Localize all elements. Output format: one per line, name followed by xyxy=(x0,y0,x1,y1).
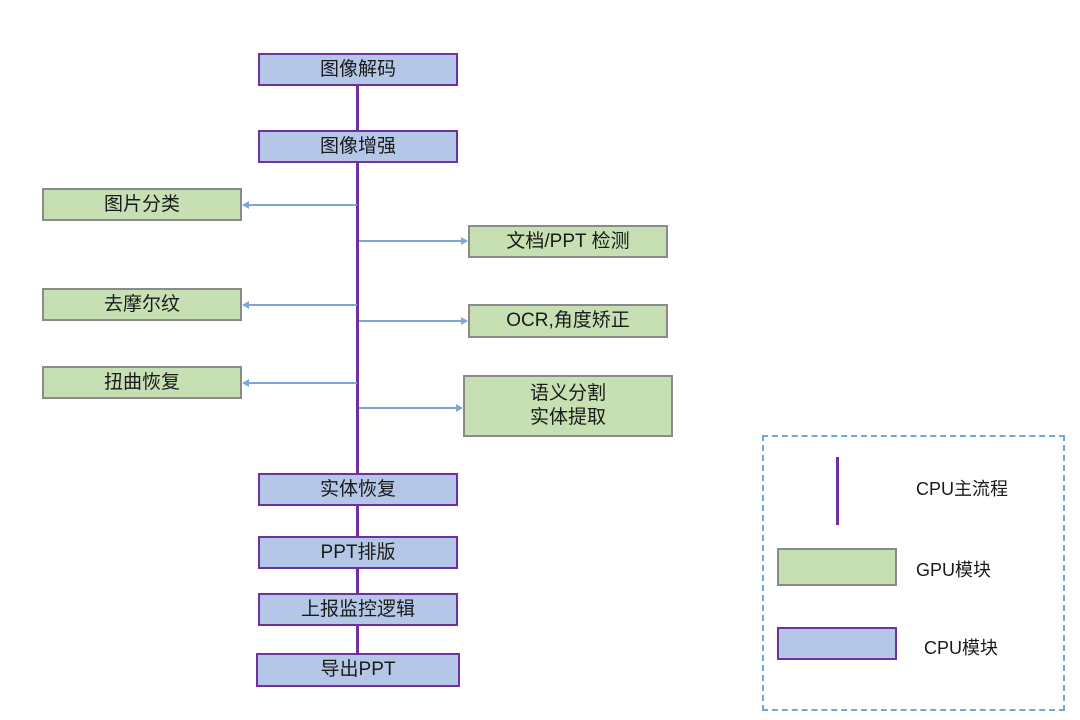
connector-ocr-angle xyxy=(359,320,461,322)
connector-doc-ppt-detect xyxy=(359,240,461,242)
node-label: 图像解码 xyxy=(319,58,396,80)
node-semantic-segment: 语义分割 实体提取 xyxy=(463,375,673,437)
legend-gpu-swatch-icon xyxy=(777,548,897,586)
node-ocr-angle: OCR,角度矫正 xyxy=(468,304,668,338)
legend-cpu-flow-line-icon xyxy=(836,457,839,525)
node-label: PPT排版 xyxy=(320,541,396,563)
node-label: 图片分类 xyxy=(103,193,180,215)
node-label: 上报监控逻辑 xyxy=(300,598,415,620)
node-label: 图像增强 xyxy=(319,135,396,157)
node-label-line1: 语义分割 xyxy=(529,383,606,405)
connector-demoire xyxy=(249,304,357,306)
node-report-monitor: 上报监控逻辑 xyxy=(258,593,458,626)
node-image-classify: 图片分类 xyxy=(42,188,242,221)
node-label: 扭曲恢复 xyxy=(103,371,180,393)
node-export-ppt: 导出PPT xyxy=(256,653,460,687)
node-label: 实体恢复 xyxy=(319,478,396,500)
legend-cpu-swatch-icon xyxy=(777,627,897,660)
cpu-main-flow-line xyxy=(356,85,359,653)
node-ppt-layout: PPT排版 xyxy=(258,536,458,569)
node-entity-restore: 实体恢复 xyxy=(258,473,458,506)
node-doc-ppt-detect: 文档/PPT 检测 xyxy=(468,225,668,258)
node-dewarp: 扭曲恢复 xyxy=(42,366,242,399)
node-label: 导出PPT xyxy=(320,659,396,681)
connector-image-classify xyxy=(249,204,357,206)
connector-dewarp xyxy=(249,382,357,384)
arrowhead-right-icon xyxy=(461,237,468,245)
arrowhead-right-icon xyxy=(456,404,463,412)
arrowhead-left-icon xyxy=(242,201,249,209)
node-label: 文档/PPT 检测 xyxy=(506,230,630,252)
legend-label-cpu-module: CPU模块 xyxy=(924,638,999,658)
node-demoire: 去摩尔纹 xyxy=(42,288,242,321)
connector-semantic xyxy=(359,407,456,409)
node-label: OCR,角度矫正 xyxy=(506,310,630,332)
legend-label-cpu-main-flow: CPU主流程 xyxy=(916,479,1009,499)
node-image-decode: 图像解码 xyxy=(258,53,458,86)
node-label: 去摩尔纹 xyxy=(103,293,180,315)
arrowhead-left-icon xyxy=(242,379,249,387)
node-label-line2: 实体提取 xyxy=(529,407,606,428)
arrowhead-right-icon xyxy=(461,317,468,325)
node-image-enhance: 图像增强 xyxy=(258,130,458,163)
legend-label-gpu-module: GPU模块 xyxy=(916,560,992,580)
arrowhead-left-icon xyxy=(242,301,249,309)
legend: CPU主流程 GPU模块 CPU模块 xyxy=(762,435,1065,711)
